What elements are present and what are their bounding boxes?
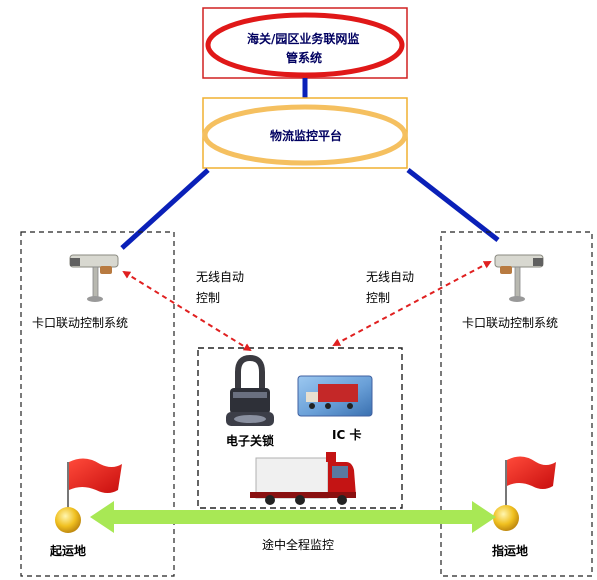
link-line-right xyxy=(406,168,500,242)
checkpoint-label-right: 卡口联动控制系统 xyxy=(462,316,559,330)
customs-system-label-line1: 海关/园区业务联网监 xyxy=(247,32,360,46)
link-line-left xyxy=(120,168,210,250)
route-label: 途中全程监控 xyxy=(262,538,335,552)
truck-icon xyxy=(250,452,356,505)
wireless-label-right-line2: 控制 xyxy=(366,291,391,305)
ic-card-icon xyxy=(297,375,373,417)
platform-label: 物流监控平台 xyxy=(270,129,343,143)
camera-icon-right xyxy=(494,254,544,302)
origin-label: 起运地 xyxy=(50,544,87,558)
device-box xyxy=(197,347,403,509)
ic-card-label: IC 卡 xyxy=(332,428,362,442)
wireless-label-left-line2: 控制 xyxy=(196,291,221,305)
electronic-lock-icon xyxy=(226,354,274,426)
destination-flag-icon xyxy=(493,456,556,531)
destination-site-box xyxy=(440,231,593,577)
checkpoint-label-left: 卡口联动控制系统 xyxy=(32,316,129,330)
route-arrow xyxy=(90,501,496,533)
lock-label: 电子关锁 xyxy=(226,434,275,448)
wireless-arrow-left xyxy=(122,270,252,352)
customs-system-label-line2: 管系统 xyxy=(286,51,323,65)
wireless-arrow-right xyxy=(332,261,492,346)
origin-flag-icon xyxy=(55,458,122,533)
origin-site-box xyxy=(20,231,175,577)
platform-node xyxy=(202,97,408,169)
customs-system-node xyxy=(202,7,408,79)
destination-label: 指运地 xyxy=(492,544,529,558)
wireless-label-left-line1: 无线自动 xyxy=(196,270,245,284)
camera-icon-left xyxy=(69,254,119,302)
wireless-label-right-line1: 无线自动 xyxy=(366,270,415,284)
